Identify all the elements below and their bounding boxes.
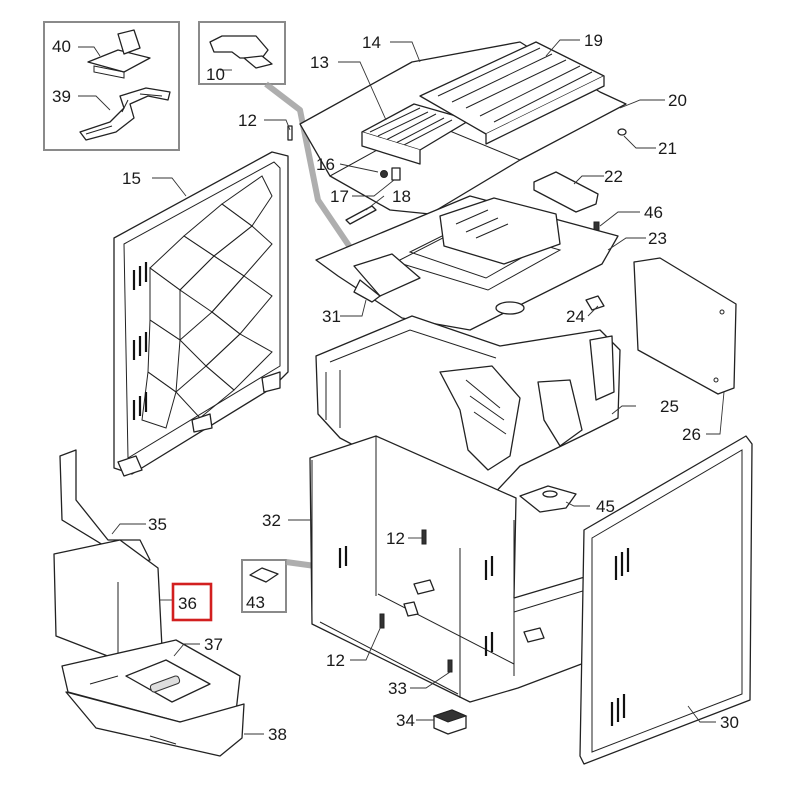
- label-24[interactable]: 24: [566, 307, 585, 326]
- label-21[interactable]: 21: [658, 139, 677, 158]
- label-10[interactable]: 10: [206, 65, 225, 84]
- label-40[interactable]: 40: [52, 37, 71, 56]
- part-33-screw[interactable]: [447, 659, 453, 673]
- highlight-box-36: [171, 582, 213, 622]
- part-21-pin[interactable]: [617, 128, 627, 136]
- part-32-chassis[interactable]: [309, 435, 593, 703]
- label-16[interactable]: 16: [316, 155, 335, 174]
- label-30[interactable]: 30: [720, 713, 739, 732]
- label-23[interactable]: 23: [648, 229, 667, 248]
- part-39-ribbon-cable[interactable]: [79, 87, 171, 141]
- label-34[interactable]: 34: [396, 711, 415, 730]
- part-38-tray-base[interactable]: [65, 691, 245, 757]
- part-34-foot[interactable]: [432, 709, 468, 735]
- label-32[interactable]: 32: [262, 511, 281, 530]
- label-43[interactable]: 43: [246, 593, 265, 612]
- part-16-17-18-small-parts[interactable]: [287, 125, 401, 225]
- label-12-top[interactable]: 12: [238, 111, 257, 130]
- label-17[interactable]: 17: [330, 187, 349, 206]
- callout-10: [264, 81, 363, 264]
- label-33[interactable]: 33: [388, 679, 407, 698]
- label-36[interactable]: 36: [178, 594, 197, 613]
- inset-43: [241, 559, 287, 613]
- part-15-side-panel[interactable]: [113, 151, 289, 477]
- label-46[interactable]: 46: [644, 203, 663, 222]
- inset-39-40: [43, 21, 180, 151]
- part-24-sensor[interactable]: [585, 295, 605, 311]
- part-43-label[interactable]: [249, 567, 279, 583]
- label-31[interactable]: 31: [322, 307, 341, 326]
- label-45[interactable]: 45: [596, 497, 615, 516]
- label-38[interactable]: 38: [268, 725, 287, 744]
- label-35[interactable]: 35: [148, 515, 167, 534]
- label-15[interactable]: 15: [122, 169, 141, 188]
- label-25[interactable]: 25: [660, 397, 679, 416]
- label-37[interactable]: 37: [204, 635, 223, 654]
- part-12-screws[interactable]: [379, 529, 427, 629]
- part-30-right-panel[interactable]: [579, 435, 753, 765]
- part-13-drip-grid[interactable]: [361, 103, 471, 165]
- part-labels: 40 39 10 12 13 14 19 20 21 15 16 17 18 2…: [52, 31, 739, 744]
- label-20[interactable]: 20: [668, 91, 687, 110]
- part-23-top-tray[interactable]: [315, 195, 619, 331]
- label-12-bottom[interactable]: 12: [326, 651, 345, 670]
- leader-lines: [78, 39, 725, 735]
- label-19[interactable]: 19: [584, 31, 603, 50]
- part-40-bracket[interactable]: [87, 29, 151, 79]
- part-45-bracket[interactable]: [519, 485, 577, 513]
- label-39[interactable]: 39: [52, 87, 71, 106]
- part-22-handle[interactable]: [533, 171, 599, 213]
- label-14[interactable]: 14: [362, 33, 381, 52]
- label-12-mid[interactable]: 12: [386, 529, 405, 548]
- label-18[interactable]: 18: [392, 187, 411, 206]
- part-31-plate[interactable]: [353, 253, 421, 303]
- label-13[interactable]: 13: [310, 53, 329, 72]
- label-22[interactable]: 22: [604, 167, 623, 186]
- inset-10: [198, 21, 286, 85]
- label-26[interactable]: 26: [682, 425, 701, 444]
- part-26-circuit-board[interactable]: [633, 257, 737, 395]
- part-19-cup-grid[interactable]: [419, 41, 605, 145]
- part-10-label-plate[interactable]: [209, 35, 273, 69]
- part-37-drip-tray[interactable]: [61, 639, 241, 723]
